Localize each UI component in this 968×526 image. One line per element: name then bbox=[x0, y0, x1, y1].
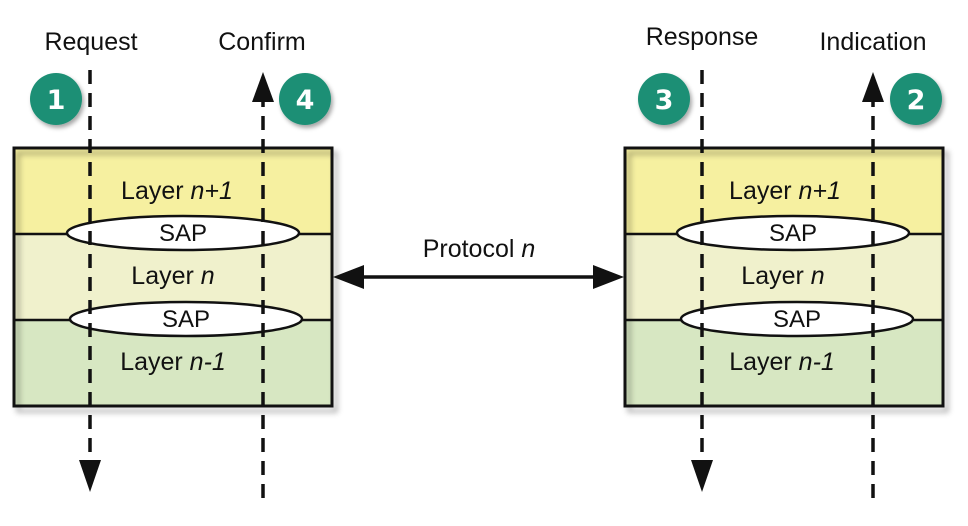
request-arrowhead bbox=[79, 460, 101, 492]
protocol-label: Protocol n bbox=[423, 235, 536, 263]
response-label: Response bbox=[646, 23, 759, 51]
confirm-arrowhead bbox=[252, 72, 274, 102]
left-layer-middle-label: Layer n bbox=[131, 262, 214, 290]
right-layer-middle-label: Layer n bbox=[741, 262, 824, 290]
step-badge-request: 1 bbox=[30, 73, 82, 125]
protocol-arrow bbox=[333, 265, 624, 289]
svg-text:3: 3 bbox=[655, 85, 674, 116]
step-badge-response: 3 bbox=[638, 73, 690, 125]
indication-arrowhead bbox=[862, 72, 884, 102]
right-sap-lower-label: SAP bbox=[773, 306, 821, 333]
left-sap-upper-label: SAP bbox=[159, 220, 207, 247]
right-layer-lower-label: Layer n-1 bbox=[729, 348, 835, 376]
right-sap-upper-label: SAP bbox=[769, 220, 817, 247]
right-sap-upper bbox=[675, 214, 911, 252]
svg-text:1: 1 bbox=[47, 85, 66, 116]
confirm-label: Confirm bbox=[218, 28, 306, 56]
left-layer-lower-label: Layer n-1 bbox=[120, 348, 226, 376]
indication-label: Indication bbox=[819, 28, 926, 56]
svg-text:2: 2 bbox=[907, 85, 926, 116]
step-badge-confirm: 4 bbox=[279, 73, 331, 125]
left-layer-stack: Layer n+1 Layer n Layer n-1 SAP SAP bbox=[12, 146, 334, 408]
right-sap-lower bbox=[679, 300, 915, 338]
right-layer-upper-label: Layer n+1 bbox=[729, 177, 841, 205]
left-sap-upper bbox=[65, 214, 301, 252]
response-arrowhead bbox=[691, 460, 713, 492]
left-layer-upper-label: Layer n+1 bbox=[121, 177, 233, 205]
request-label: Request bbox=[44, 28, 137, 56]
left-sap-lower-label: SAP bbox=[162, 306, 210, 333]
left-sap-lower bbox=[68, 300, 304, 338]
svg-text:4: 4 bbox=[296, 85, 315, 116]
step-badge-indication: 2 bbox=[890, 73, 942, 125]
right-layer-stack: Layer n+1 Layer n Layer n-1 SAP SAP bbox=[623, 146, 945, 408]
